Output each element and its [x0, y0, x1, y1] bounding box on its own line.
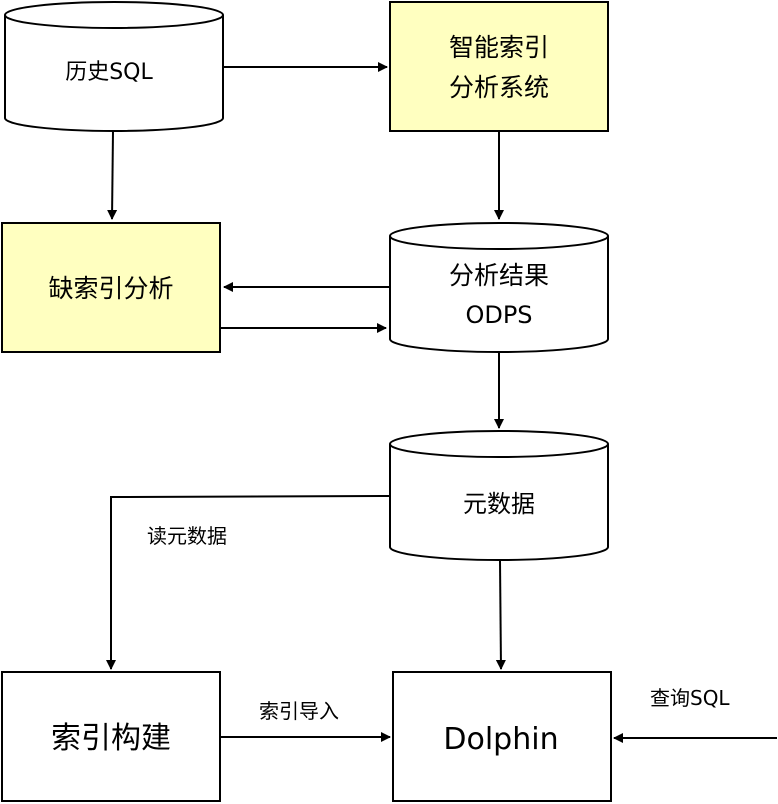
node-dolphin: Dolphin	[392, 671, 612, 802]
node-history-sql-label: 历史SQL	[65, 60, 153, 85]
node-history-sql: 历史SQL	[4, 1, 224, 132]
edge-label-read-metadata: 读元数据	[147, 524, 227, 548]
edge-metadata-to-index-build	[106, 495, 391, 670]
node-analysis-result-odps: 分析结果 ODPS	[389, 222, 609, 353]
edge-history-to-missing-index	[107, 130, 118, 220]
node-missing-index-analysis: 缺索引分析	[1, 222, 221, 353]
cylinder-shape	[4, 15, 224, 132]
process-box	[1, 671, 221, 802]
node-smart-index-system: 智能索引 分析系统	[389, 1, 609, 132]
cylinder-top	[4, 1, 224, 29]
node-missing-index-label: 缺索引分析	[48, 274, 173, 303]
node-index-build-label: 索引构建	[51, 721, 171, 756]
node-analysis-result-line2: ODPS	[465, 301, 532, 329]
cylinder-shape	[389, 444, 609, 561]
edge-label-index-import: 索引导入	[259, 699, 339, 723]
node-smart-index-line2: 分析系统	[449, 73, 549, 102]
node-smart-index-line1: 智能索引	[449, 33, 549, 62]
cylinder-top	[389, 222, 609, 250]
process-box	[389, 1, 609, 132]
node-metadata-label: 元数据	[463, 490, 535, 518]
process-box	[392, 671, 612, 802]
node-index-build: 索引构建	[1, 671, 221, 802]
edges	[106, 62, 777, 743]
node-analysis-result-line1: 分析结果	[449, 261, 549, 290]
node-dolphin-label: Dolphin	[443, 722, 558, 757]
process-box	[1, 222, 221, 353]
edge-metadata-to-dolphin	[495, 560, 506, 670]
cylinder-shape	[389, 236, 609, 353]
edge-label-query-sql: 查询SQL	[650, 686, 730, 710]
node-metadata: 元数据	[389, 430, 609, 561]
cylinder-top	[389, 430, 609, 458]
